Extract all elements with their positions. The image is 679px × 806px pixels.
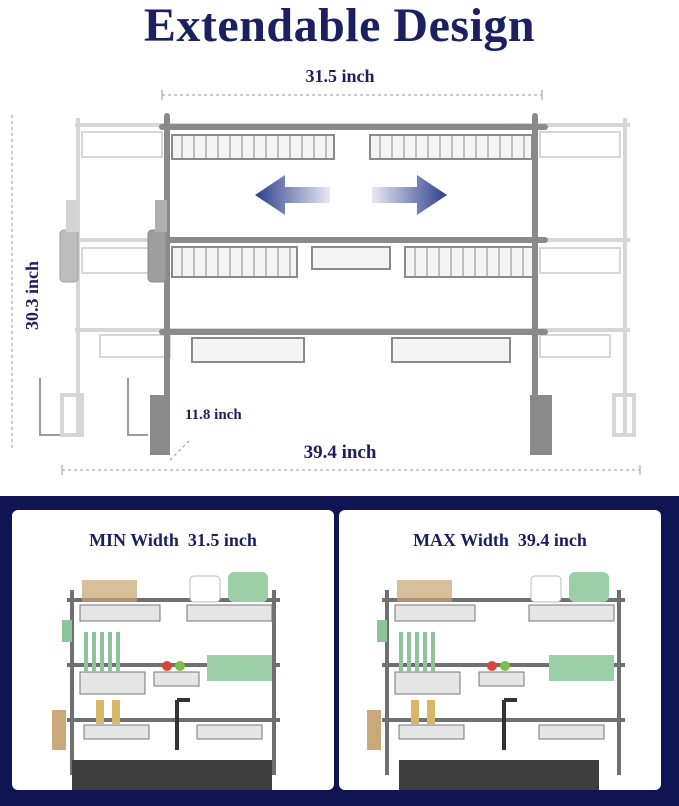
rack-main <box>159 113 548 403</box>
rack-dimension-diagram <box>11 90 641 475</box>
depth-dimension-line <box>169 439 191 461</box>
rack-baskets <box>171 134 534 363</box>
min-width-card: MIN Width 31.5 inch <box>12 510 334 790</box>
page-title: Extendable Design <box>143 0 536 52</box>
comparison-panel: MIN Width 31.5 inch <box>0 496 679 806</box>
max-width-label: MAX Width <box>413 530 509 550</box>
min-width-title: MIN Width 31.5 inch <box>12 530 334 551</box>
height-label: 30.3 inch <box>22 260 42 330</box>
utensil-cup <box>147 229 167 283</box>
max-rack-illustration <box>367 572 625 790</box>
min-width-value: 31.5 inch <box>187 530 257 550</box>
depth-label: 11.8 inch <box>185 407 242 423</box>
min-width-label: MIN Width <box>89 530 179 550</box>
extend-right-arrow <box>372 175 447 215</box>
rack-feet <box>150 395 552 455</box>
min-rack-illustration <box>52 572 280 790</box>
extend-left-arrow <box>255 175 330 215</box>
bottom-width-label: 39.4 inch <box>303 442 377 463</box>
max-width-title: MAX Width 39.4 inch <box>339 530 661 551</box>
max-width-card: MAX Width 39.4 inch <box>339 510 661 790</box>
board-holder-icons <box>39 378 148 436</box>
max-width-value: 39.4 inch <box>517 530 587 550</box>
utensil-cup <box>59 229 79 283</box>
basket-wire-pattern <box>181 135 525 277</box>
top-width-label: 31.5 inch <box>305 66 375 86</box>
